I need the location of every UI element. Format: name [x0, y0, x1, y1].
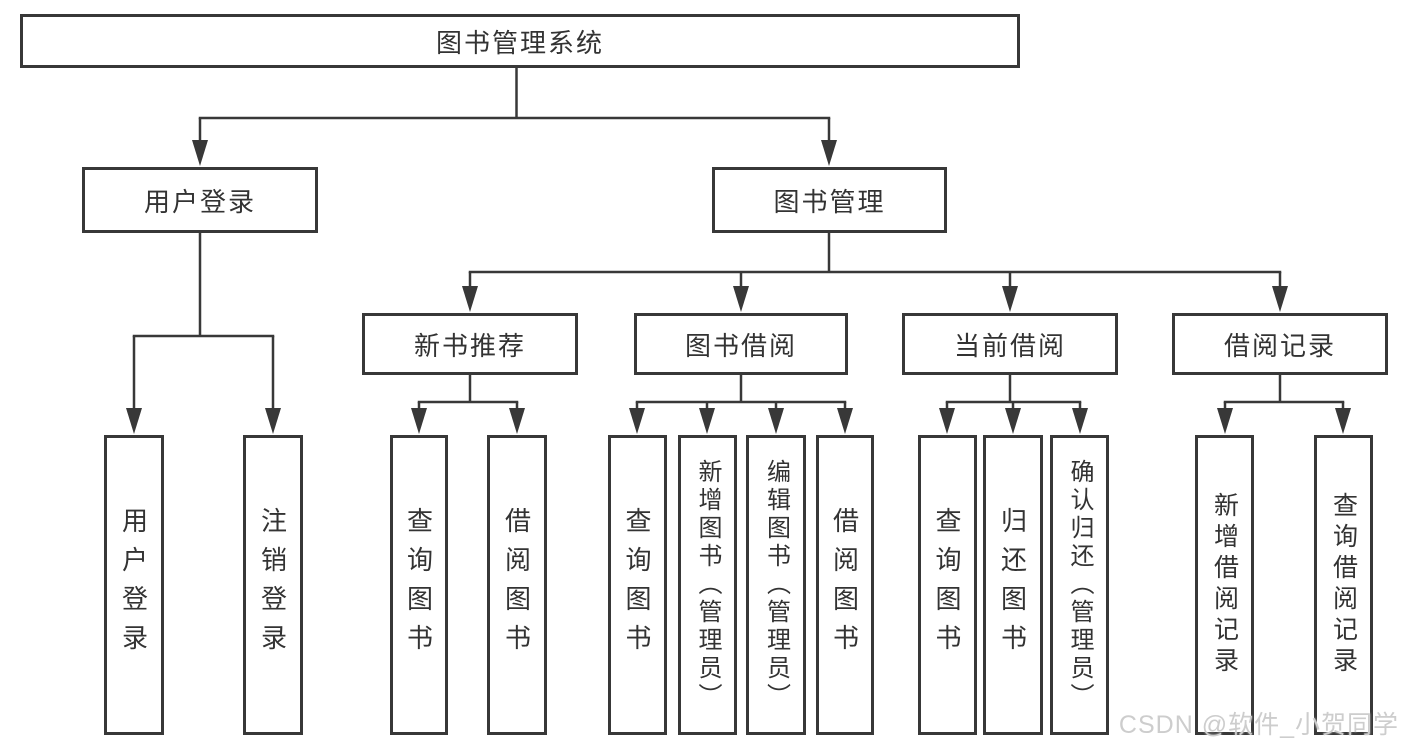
node-cb-query-book: 查询图书	[918, 435, 977, 735]
node-label: 新书推荐	[413, 330, 526, 361]
node-bb-edit-book-admin: 编辑图书（管理员）	[746, 435, 806, 735]
watermark: CSDN @软件_小贺同学	[1118, 711, 1399, 739]
node-bb-borrow-book: 借阅图书	[816, 435, 874, 735]
node-br-add-record: 新增借阅记录	[1195, 435, 1254, 735]
node-label: 归还图书	[997, 507, 1028, 663]
node-label: 图书管理	[773, 186, 886, 217]
node-bb-query-book: 查询图书	[608, 435, 667, 735]
node-cb-return-book: 归还图书	[983, 435, 1043, 735]
node-label: 借阅记录	[1223, 330, 1336, 361]
node-label: 图书借阅	[684, 330, 797, 361]
node-login: 用户登录	[104, 435, 164, 735]
node-cb-confirm-return-admin: 确认归还（管理员）	[1050, 435, 1109, 735]
node-label: 查询借阅记录	[1329, 492, 1358, 678]
node-label: 当前借阅	[953, 330, 1066, 361]
node-label: 新增图书（管理员）	[694, 459, 721, 711]
node-label: 确认归还（管理员）	[1066, 459, 1093, 711]
arrowheads	[126, 140, 1351, 434]
node-label: 新增借阅记录	[1210, 492, 1239, 678]
node-current-borrow: 当前借阅	[902, 313, 1118, 375]
node-label: 用户登录	[143, 186, 256, 217]
node-label: 查询图书	[932, 507, 962, 663]
node-label: 图书管理系统	[435, 27, 604, 58]
node-label: 注销登录	[257, 507, 288, 663]
node-user-login: 用户登录	[82, 167, 318, 233]
node-rec-query-book: 查询图书	[390, 435, 448, 735]
node-label: 借阅图书	[501, 507, 532, 663]
node-label: 查询图书	[403, 507, 434, 663]
node-book-management: 图书管理	[712, 167, 947, 233]
node-root: 图书管理系统	[20, 14, 1020, 68]
node-book-borrow: 图书借阅	[634, 313, 848, 375]
node-label: 用户登录	[118, 507, 149, 663]
node-label: 查询图书	[622, 507, 652, 663]
node-label: 借阅图书	[829, 507, 860, 663]
node-borrow-records: 借阅记录	[1172, 313, 1388, 375]
node-label: 编辑图书（管理员）	[762, 459, 790, 711]
node-br-query-record: 查询借阅记录	[1314, 435, 1373, 735]
node-rec-borrow-book: 借阅图书	[487, 435, 547, 735]
node-logout: 注销登录	[243, 435, 303, 735]
node-bb-add-book-admin: 新增图书（管理员）	[678, 435, 737, 735]
node-new-book-recommend: 新书推荐	[362, 313, 578, 375]
